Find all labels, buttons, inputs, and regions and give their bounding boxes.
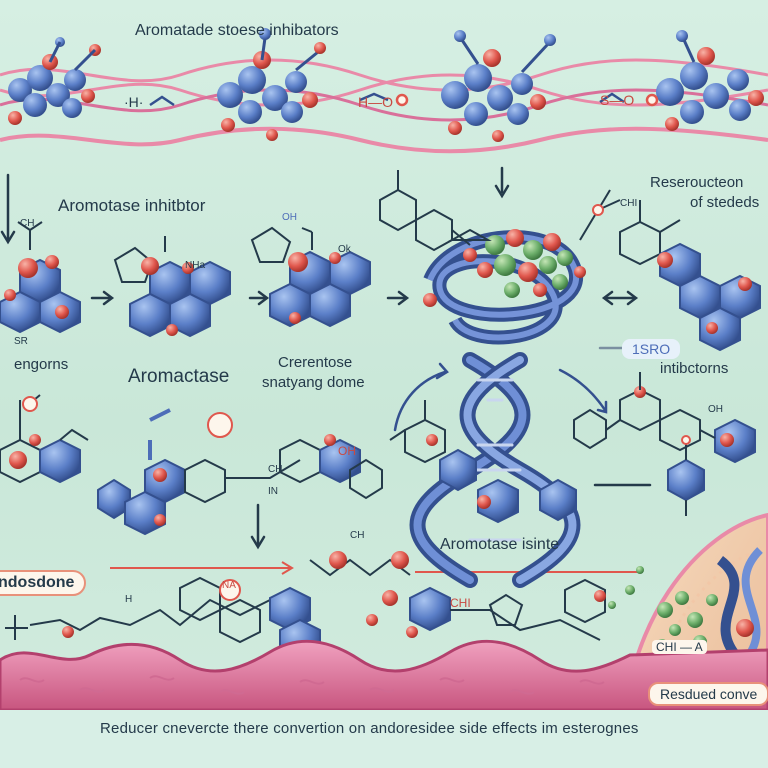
chem-label-ch-bottom: CH bbox=[350, 530, 365, 541]
molecule-aromactase bbox=[113, 236, 231, 338]
top-enzyme-cluster-4 bbox=[656, 30, 764, 131]
chem-label-in: IN bbox=[268, 486, 278, 497]
snatyang-label: snatyang dome bbox=[262, 374, 365, 391]
chem-label-na: NA bbox=[222, 580, 236, 591]
chem-label-ok: Ok bbox=[338, 244, 351, 255]
molecule-small-right bbox=[667, 435, 705, 516]
top-title: Aromatade stoese inhibators bbox=[135, 22, 339, 39]
top-membrane-strands bbox=[0, 58, 768, 154]
enzyme-active-site bbox=[423, 229, 586, 307]
andosdone-pill: ndosdone bbox=[0, 570, 87, 596]
bottom-caption: Reducer cnevercte there convertion on an… bbox=[100, 720, 639, 737]
crerentose-label: Crerentose bbox=[278, 354, 353, 371]
chem-label-chi: CHI bbox=[620, 198, 638, 209]
molecule-crerentose bbox=[250, 226, 371, 328]
top-enzyme-cluster-1 bbox=[8, 37, 101, 125]
top-small-links bbox=[149, 92, 659, 107]
top-hoo-label: H—O bbox=[358, 94, 393, 110]
chem-label-chi-cell: CHI — A bbox=[652, 640, 707, 654]
molecule-engorns bbox=[0, 221, 81, 334]
tissue-band bbox=[0, 639, 768, 712]
top-h-label: ·H· bbox=[124, 94, 144, 110]
top-enzyme-cluster-2 bbox=[217, 28, 326, 141]
top-enzyme-cluster-3 bbox=[441, 30, 556, 142]
caption-strip bbox=[0, 710, 768, 768]
resdued-pill: Resdued conve bbox=[648, 682, 768, 706]
intibctorns-label: intibctorns bbox=[660, 360, 729, 377]
reseroucteon-label: Reseroucteon bbox=[650, 174, 744, 191]
of-stededs-label: of stededs bbox=[690, 194, 760, 211]
chem-label-oh: OH bbox=[282, 212, 297, 223]
molecule-left-row3 bbox=[0, 394, 89, 484]
chem-label-sr: SR bbox=[14, 336, 28, 347]
isro-label: 1SRO bbox=[622, 339, 681, 359]
chem-label-ch-mid: CH bbox=[268, 464, 283, 475]
chem-label-h: H bbox=[125, 594, 133, 605]
molecule-mid-right-row3 bbox=[389, 400, 577, 524]
engorns-label: engorns bbox=[14, 356, 69, 373]
inhibitor-title: Aromotase inhitbtor bbox=[58, 196, 206, 215]
chem-label-oh-right: OH bbox=[708, 404, 723, 415]
enzyme-ribbon bbox=[423, 230, 584, 345]
molecule-reseroucteon bbox=[619, 200, 761, 352]
aromotase-isinte-label: Aromotase isinte bbox=[440, 536, 560, 553]
enzyme-top-ligand bbox=[379, 170, 621, 252]
molecule-center-row3 bbox=[97, 408, 383, 536]
chem-label-nha: NHa bbox=[185, 260, 206, 271]
top-so-label: S—O bbox=[600, 92, 635, 108]
chem-label-chi-bottom: CHI bbox=[450, 596, 471, 610]
chem-label-oh-mid: OH bbox=[338, 444, 356, 458]
aromactase-label: Aromactase bbox=[128, 366, 230, 387]
molecule-intibctorns bbox=[573, 372, 756, 464]
chem-label-ch: CH bbox=[20, 218, 35, 229]
